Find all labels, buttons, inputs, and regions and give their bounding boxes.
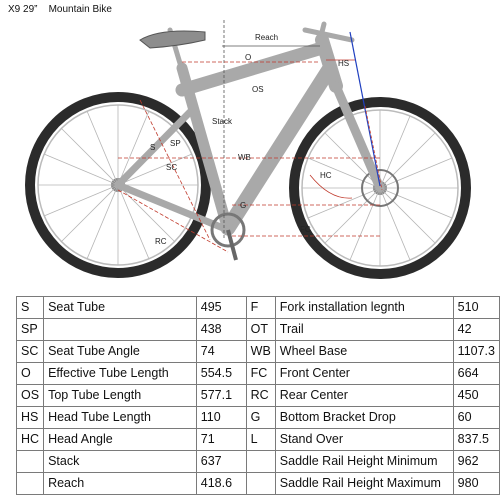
spec-name: Front Center	[274, 362, 454, 385]
spec-code: O	[15, 362, 45, 385]
spec-name: Reach	[43, 472, 197, 495]
bike-geometry-diagram: Reach O HS OS Stack S SP SC WB HC G RC F…	[25, 20, 471, 279]
spec-code: S	[15, 296, 45, 319]
spec-value: 980	[452, 472, 500, 495]
spec-value: 554.5	[195, 362, 247, 385]
spec-name: Seat Tube	[43, 296, 197, 319]
label-stack: Stack	[212, 117, 233, 126]
label-wb: WB	[238, 153, 251, 162]
spec-name: Wheel Base	[274, 340, 454, 363]
label-fc: FC	[300, 225, 311, 234]
spec-code	[245, 450, 276, 473]
spec-value: 450	[452, 384, 500, 407]
spec-value: 42	[452, 318, 500, 341]
table-row: Reach 418.6 Saddle Rail Height Maximum 9…	[15, 472, 500, 495]
spec-code: OS	[15, 384, 45, 407]
spec-code	[245, 472, 276, 495]
spec-code: F	[245, 296, 276, 319]
spec-value: 1107.3	[452, 340, 500, 363]
spec-name: Stand Over	[274, 428, 454, 451]
spec-value: 71	[195, 428, 247, 451]
spec-code: HC	[15, 428, 45, 451]
spec-value: 495	[195, 296, 247, 319]
spec-code: WB	[245, 340, 276, 363]
table-row: HC Head Angle 71 L Stand Over 837.5	[15, 428, 500, 451]
spec-value: 110	[195, 406, 247, 429]
table-row: O Effective Tube Length 554.5 FC Front C…	[15, 362, 500, 385]
spec-value: 962	[452, 450, 500, 473]
label-reach: Reach	[255, 33, 278, 42]
spec-name: Seat Tube Angle	[43, 340, 197, 363]
spec-code: G	[245, 406, 276, 429]
spec-value: 74	[195, 340, 247, 363]
spec-code: SC	[15, 340, 45, 363]
spec-code: FC	[245, 362, 276, 385]
spec-name: Saddle Rail Height Maximum	[274, 472, 454, 495]
table-row: HS Head Tube Length 110 G Bottom Bracket…	[15, 406, 500, 429]
label-sc: SC	[166, 163, 177, 172]
spec-name: Effective Tube Length	[43, 362, 197, 385]
spec-name: Head Angle	[43, 428, 197, 451]
saddle	[139, 30, 206, 49]
label-os: OS	[252, 85, 264, 94]
spec-name: Saddle Rail Height Minimum	[274, 450, 454, 473]
spec-name: Head Tube Length	[43, 406, 197, 429]
spec-code	[15, 472, 45, 495]
spec-code: RC	[245, 384, 276, 407]
spec-value: 637	[195, 450, 247, 473]
dimension-lines	[117, 20, 383, 253]
spec-value: 664	[452, 362, 500, 385]
table-row: Stack 637 Saddle Rail Height Minimum 962	[15, 450, 500, 473]
label-rc: RC	[155, 237, 167, 246]
spec-value: 418.6	[195, 472, 247, 495]
bike-frame	[114, 21, 385, 236]
spec-value: 577.1	[195, 384, 247, 407]
spec-code	[15, 450, 45, 473]
spec-code: SP	[15, 318, 45, 341]
label-g: G	[240, 201, 246, 210]
spec-value: 510	[452, 296, 500, 319]
label-o: O	[245, 53, 251, 62]
spec-name: Top Tube Length	[43, 384, 197, 407]
table-row: OS Top Tube Length 577.1 RC Rear Center …	[15, 384, 500, 407]
spec-code: HS	[15, 406, 45, 429]
geometry-spec-table: S Seat Tube 495 F Fork installation legn…	[15, 296, 500, 495]
spec-name: Stack	[43, 450, 197, 473]
page-title: X9 29” Mountain Bike	[8, 4, 112, 15]
spec-code: L	[245, 428, 276, 451]
spec-name: Bottom Bracket Drop	[274, 406, 454, 429]
spec-name	[43, 318, 197, 341]
label-s: S	[150, 143, 155, 152]
spec-value: 60	[452, 406, 500, 429]
table-row: SC Seat Tube Angle 74 WB Wheel Base 1107…	[15, 340, 500, 363]
spec-name: Rear Center	[274, 384, 454, 407]
spec-value: 837.5	[452, 428, 500, 451]
spec-code: OT	[245, 318, 276, 341]
table-row: SP 438 OT Trail 42	[15, 318, 500, 341]
label-sp: SP	[170, 139, 181, 148]
table-row: S Seat Tube 495 F Fork installation legn…	[15, 296, 500, 319]
spec-name: Trail	[274, 318, 454, 341]
spec-name: Fork installation legnth	[274, 296, 454, 319]
label-hc: HC	[320, 171, 332, 180]
spec-value: 438	[195, 318, 247, 341]
crankset	[210, 212, 246, 261]
label-hs: HS	[338, 59, 349, 68]
